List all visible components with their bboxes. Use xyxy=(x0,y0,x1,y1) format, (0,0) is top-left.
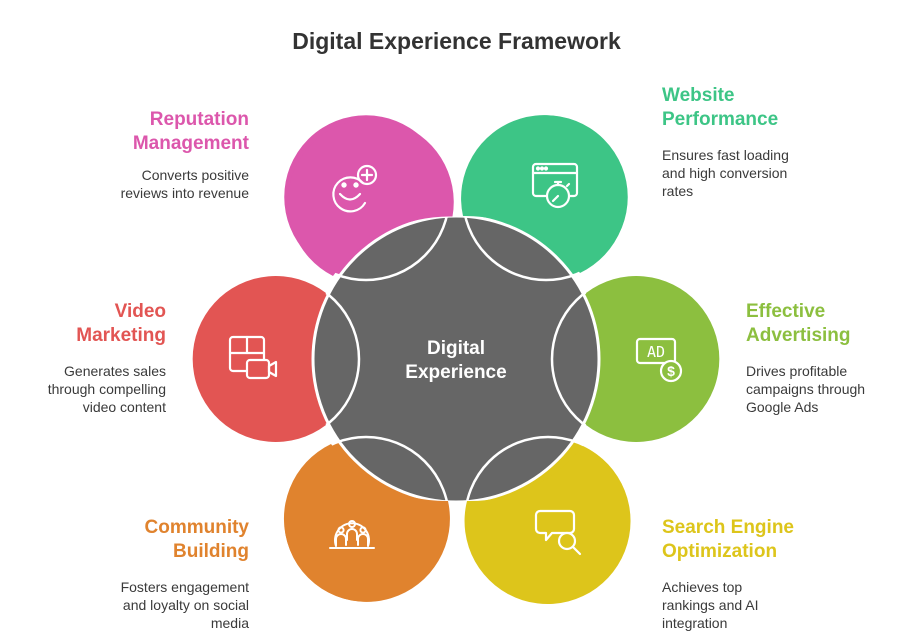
advertising-title: Effective Advertising xyxy=(746,301,851,346)
petal-advertising-face xyxy=(586,275,720,442)
center-hub xyxy=(311,214,601,504)
center-label-line1: Digital xyxy=(427,338,485,359)
browser-stopwatch-icon xyxy=(531,162,579,209)
center-label-line2: Experience xyxy=(405,362,506,383)
petal-reputation-face xyxy=(287,119,454,276)
advertising-description: Drives profitable campaigns through Goog… xyxy=(746,363,866,415)
petal-website-face xyxy=(461,115,628,273)
video-description: Generates sales through compelling video… xyxy=(47,363,166,415)
video-title: Video Marketing xyxy=(76,301,166,346)
petal-community-face xyxy=(283,444,450,602)
website-description: Ensures fast loading and high conversion… xyxy=(662,147,789,199)
chat-search-icon xyxy=(534,509,582,556)
seo-title: Search Engine Optimization xyxy=(662,517,794,562)
page-title: Digital Experience Framework xyxy=(292,28,621,54)
community-title: Community Building xyxy=(144,517,250,562)
svg-text:$: $ xyxy=(667,363,675,379)
community-description: Fosters engagement and loyalty on social… xyxy=(120,579,249,631)
smiley-plus-icon xyxy=(332,164,378,213)
website-title: Website Performance xyxy=(662,85,779,130)
reputation-description: Converts positive reviews into revenue xyxy=(120,167,249,201)
petal-seo-face xyxy=(464,446,631,605)
reputation-title: Reputation Management xyxy=(132,109,249,154)
svg-text:AD: AD xyxy=(647,343,665,361)
ad-dollar-icon: AD $ xyxy=(635,337,683,383)
video-camera-icon xyxy=(228,335,278,380)
people-group-icon xyxy=(329,520,375,549)
seo-description: Achieves top rankings and AI integration xyxy=(662,579,759,631)
